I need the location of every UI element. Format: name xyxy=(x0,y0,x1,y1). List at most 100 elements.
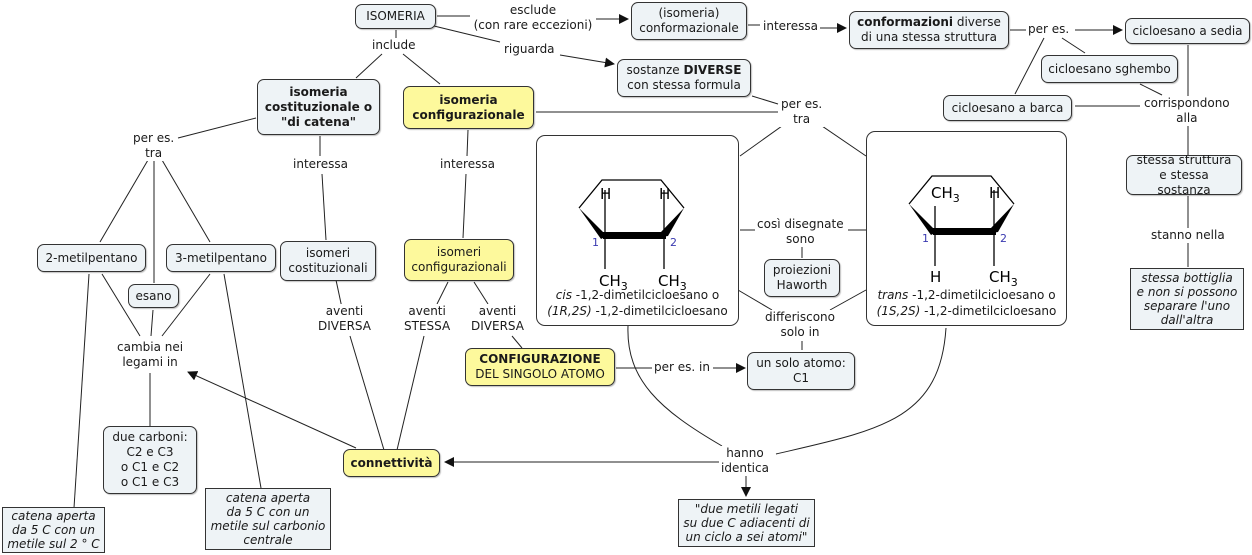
per-es-tra-left-line1: per es. xyxy=(133,131,175,145)
connettivita-label: connettività xyxy=(350,455,433,470)
node-configurazione-singolo-atomo[interactable]: CONFIGURAZIONE DEL SINGOLO ATOMO xyxy=(465,348,615,386)
node-esano[interactable]: esano xyxy=(128,284,179,308)
node-catena-3[interactable]: catena aperta da 5 C con un metile sul c… xyxy=(205,488,331,550)
node-costituzionale-line3: "di catena" xyxy=(280,114,357,129)
due-carboni-line1: due carboni: xyxy=(112,430,188,444)
node-conformazioni[interactable]: conformazioni diverse di una stessa stru… xyxy=(849,11,1009,49)
node-proiezioni-haworth[interactable]: proiezioni Haworth xyxy=(764,259,840,297)
link-label-interessa-conf: interessa xyxy=(438,157,497,172)
node-2-metilpentano-label: 2-metilpentano xyxy=(45,250,138,265)
isomeri-cost-line2: costituzionali xyxy=(288,261,368,275)
link-label-per-es-tra-left: per es. tra xyxy=(131,131,177,161)
node-isomeri-costituzionali[interactable]: isomeri costituzionali xyxy=(280,241,376,281)
cambia-line1: cambia nei xyxy=(117,340,184,354)
trans-structure-drawing: CH3 H 1 2 H CH3 xyxy=(908,175,1018,289)
aventi-stessa-line2: STESSA xyxy=(404,319,451,333)
differiscono-line2: solo in xyxy=(780,325,820,339)
due-carboni-line3: o C1 e C2 xyxy=(120,460,180,474)
node-due-metili[interactable]: "due metili legati su due C adiacenti di… xyxy=(678,499,815,547)
node-2-metilpentano[interactable]: 2-metilpentano xyxy=(37,244,146,272)
trans-caption-italic1: trans xyxy=(877,288,909,302)
cis-caption: cis -1,2-dimetilcicloesano o (1R,2S) -1,… xyxy=(537,287,738,319)
catena2-line1: catena aperta xyxy=(11,509,96,523)
link-label-include: include xyxy=(370,38,418,53)
cis-structure-drawing: H H 1 2 CH3 CH3 xyxy=(578,179,687,293)
conformazioni-rest: diverse xyxy=(953,15,1001,29)
catena3-line2: da 5 C con un xyxy=(226,505,310,519)
per-es-tra-mid-line1: per es. xyxy=(781,97,823,111)
node-stessa-struttura-line2: e stessa sostanza xyxy=(1157,167,1211,197)
node-sghembo[interactable]: cicloesano sghembo xyxy=(1041,55,1178,83)
solo-atomo-line1: un solo atomo: xyxy=(756,356,846,370)
node-conformazioni-line2: di una stessa struttura xyxy=(861,30,997,44)
cis-caption-rest1: -1,2-dimetilcicloesano o xyxy=(571,288,720,302)
link-label-per-es-top: per es. xyxy=(1026,22,1072,37)
node-solo-atomo[interactable]: un solo atomo: C1 xyxy=(747,352,855,390)
per-es-tra-left-line2: tra xyxy=(145,146,163,160)
trans-index-2: 2 xyxy=(1000,232,1007,245)
link-label-esclude: esclude (con rare eccezioni) xyxy=(470,3,596,33)
node-3-metilpentano[interactable]: 3-metilpentano xyxy=(166,244,276,272)
link-label-differiscono: differiscono solo in xyxy=(763,310,838,340)
cambia-line2: legami in xyxy=(122,355,178,369)
node-sghembo-label: cicloesano sghembo xyxy=(1048,61,1171,76)
node-due-carboni[interactable]: due carboni: C2 e C3 o C1 e C2 o C1 e C3 xyxy=(103,426,197,494)
bottiglia-line3: separare l'uno xyxy=(1143,299,1231,313)
link-label-aventi-diversa-2: aventi DIVERSA xyxy=(469,304,526,334)
node-barca[interactable]: cicloesano a barca xyxy=(943,95,1072,121)
link-label-corrispondono: corrispondono alla xyxy=(1142,96,1232,126)
due-metili-line1: "due metili legati xyxy=(694,502,799,516)
node-isomeri-configurazionali[interactable]: isomeri configurazionali xyxy=(404,239,514,281)
node-stessa-struttura[interactable]: stessa struttura e stessa sostanza xyxy=(1126,153,1242,197)
trans-bottom-left-atom: H xyxy=(930,268,941,286)
differiscono-line1: differiscono xyxy=(765,310,836,324)
trans-bottom-right-group: CH3 xyxy=(989,268,1018,289)
cosi-line1: così disegnate xyxy=(757,217,844,231)
node-sostanze-line2: con stessa formula xyxy=(627,78,741,92)
node-catena-2[interactable]: catena aperta da 5 C con un metile sul 2… xyxy=(2,507,105,553)
corrispondono-line1: corrispondono xyxy=(1144,96,1230,110)
cis-caption-italic1: cis xyxy=(555,288,572,302)
node-conformazionale-line2: conformazionale xyxy=(639,21,739,35)
isomeri-cost-line1: isomeri xyxy=(305,246,351,260)
isomeri-conf-line2: configurazionali xyxy=(411,260,507,274)
corrispondono-line2: alla xyxy=(1176,111,1198,125)
catena2-line3: metile sul 2 ° C xyxy=(7,537,100,551)
catena3-line3: metile sul carbonio xyxy=(210,519,326,533)
sostanze-pre: sostanze xyxy=(626,63,684,77)
node-sedia[interactable]: cicloesano a sedia xyxy=(1125,18,1250,44)
due-carboni-line4: o C1 e C3 xyxy=(120,475,180,489)
due-carboni-line2: C2 e C3 xyxy=(126,445,174,459)
node-isomeria-costituzionale[interactable]: isomeria costituzionale o "di catena" xyxy=(257,79,380,135)
node-conformazionale[interactable]: (isomeria) conformazionale xyxy=(631,2,747,40)
node-isomeria[interactable]: ISOMERIA xyxy=(355,4,436,29)
node-conformazionale-line1: (isomeria) xyxy=(658,6,720,20)
node-trans-molecule[interactable]: CH3 H 1 2 H CH3 trans -1,2-dimetilcicloe… xyxy=(866,131,1067,326)
node-isomeria-label: ISOMERIA xyxy=(366,9,425,23)
node-isomeria-configurazionale[interactable]: isomeria configurazionale xyxy=(403,86,534,129)
aventi-diversa2-line1: aventi xyxy=(478,304,517,318)
catena3-line4: centrale xyxy=(243,533,293,547)
hanno-line1: hanno xyxy=(726,446,764,460)
trans-caption: trans -1,2-dimetilcicloesano o (1S,2S) -… xyxy=(867,287,1066,319)
cis-bl-ch: CH xyxy=(599,272,621,290)
link-label-interessa-cost: interessa xyxy=(291,157,350,172)
aventi-stessa-line1: aventi xyxy=(408,304,446,318)
link-label-cosi-disegnate: così disegnate sono xyxy=(755,217,846,247)
trans-br-sub: 3 xyxy=(1011,276,1018,289)
hanno-line2: identica xyxy=(721,461,769,475)
cis-caption-italic2: (1R,2S) xyxy=(547,304,592,318)
node-stessa-bottiglia[interactable]: stessa bottiglia e non si possono separa… xyxy=(1130,268,1244,330)
link-label-cambia: cambia nei legami in xyxy=(115,340,186,370)
config-atomo-line2: DEL SINGOLO ATOMO xyxy=(475,367,605,381)
link-label-aventi-diversa-1: aventi DIVERSA xyxy=(316,304,373,334)
node-sostanze-diverse[interactable]: sostanze DIVERSE con stessa formula xyxy=(617,59,751,97)
node-cis-molecule[interactable]: H H 1 2 CH3 CH3 cis -1,2-dimetilcicloesa… xyxy=(536,135,739,326)
cis-index-2: 2 xyxy=(670,236,677,249)
node-configurazionale-line1: isomeria xyxy=(439,92,498,107)
cis-caption-rest2: -1,2-dimetilcicloesano xyxy=(591,304,728,318)
link-label-stanno-nella: stanno nella xyxy=(1149,228,1227,243)
cis-top-right-atom: H xyxy=(659,185,670,203)
node-connettivita[interactable]: connettività xyxy=(343,449,440,477)
